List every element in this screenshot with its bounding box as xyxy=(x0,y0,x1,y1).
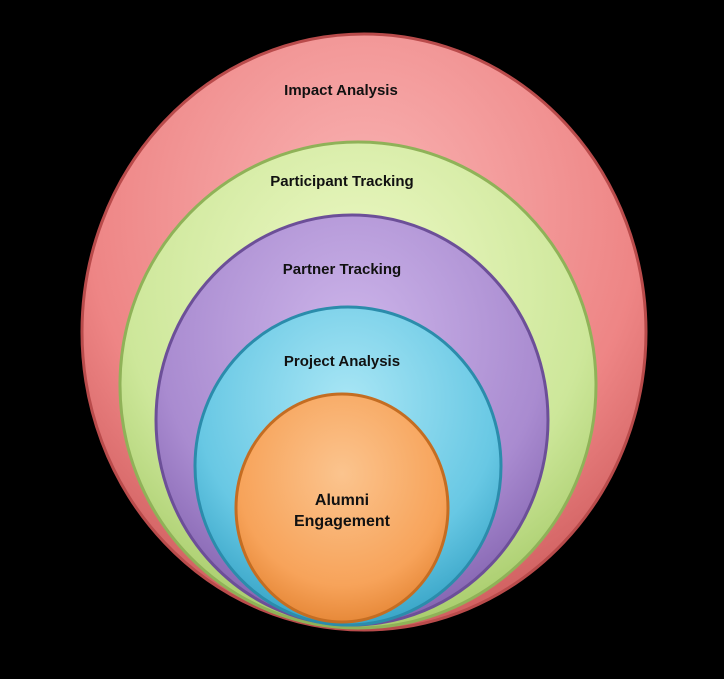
core-alumni-engagement-circle xyxy=(234,392,450,624)
layer-label-project-analysis: Project Analysis xyxy=(284,353,400,370)
core-label-line2: Engagement xyxy=(294,513,391,530)
layer-label-participant-tracking: Participant Tracking xyxy=(270,173,413,190)
layer-label-partner-tracking: Partner Tracking xyxy=(283,261,401,278)
core-label-line1: Alumni xyxy=(315,492,369,509)
layer-label-impact-analysis: Impact Analysis xyxy=(284,82,398,99)
